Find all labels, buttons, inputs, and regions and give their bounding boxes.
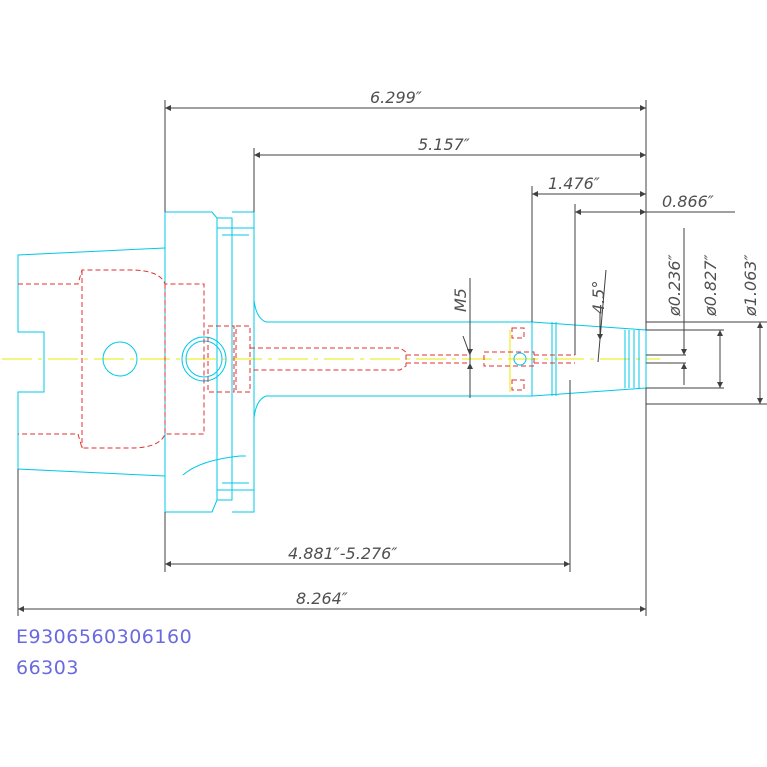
dim-taper-length-label: 0.866″ — [662, 192, 714, 211]
dim-nose-length-label: 1.476″ — [548, 174, 600, 193]
dimension-labels: 6.299″ 5.157″ 1.476″ 0.866″ 4.881″-5.276… — [288, 88, 760, 608]
part-number: E9306560306160 — [16, 626, 193, 648]
hidden-lines — [18, 269, 575, 449]
dim-total-length-label: 8.264″ — [296, 589, 348, 608]
body-outline — [266, 321, 557, 397]
item-number: 66303 — [16, 657, 79, 679]
nose-outline — [513, 321, 647, 397]
dimension-lines — [17, 100, 767, 616]
dim-clamping-range-label: 4.881″-5.276″ — [288, 544, 397, 563]
body-diameter-label: ø1.063″ — [741, 254, 760, 317]
centerline — [2, 330, 660, 392]
dim-shank-length-label: 5.157″ — [418, 135, 470, 154]
dim-overall-length-label: 6.299″ — [370, 88, 422, 107]
taper-angle-label: 4.5° — [589, 281, 608, 314]
bore-diameter-label: ø0.236″ — [665, 254, 684, 317]
nose-diameter-label: ø0.827″ — [701, 254, 720, 317]
flange-outline — [165, 211, 267, 513]
thread-label: M5 — [451, 288, 470, 312]
